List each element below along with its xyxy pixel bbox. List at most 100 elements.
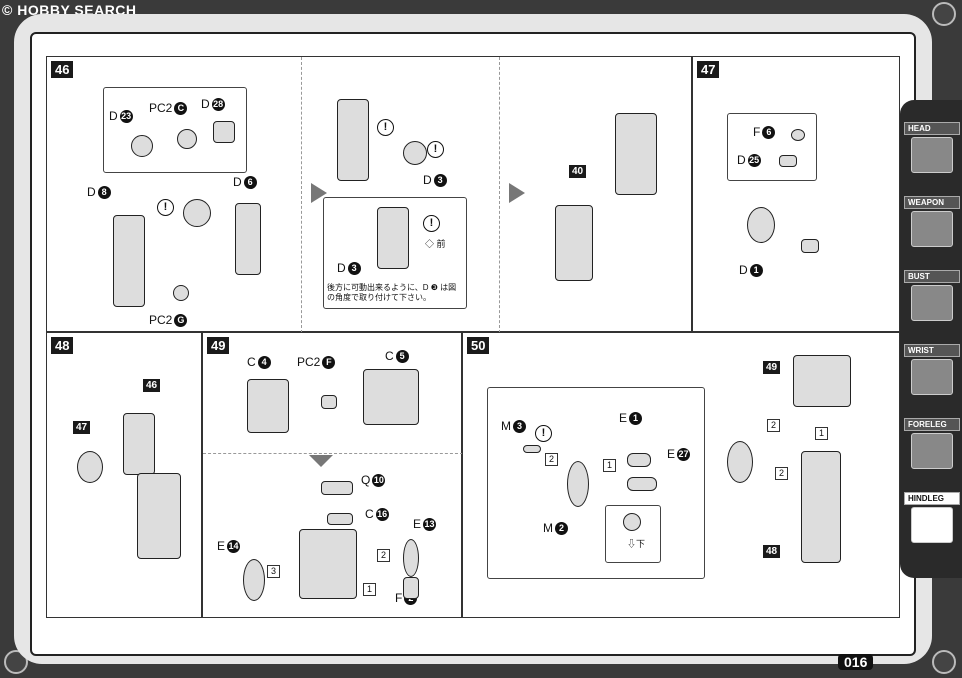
subassembly-box <box>727 113 817 181</box>
part-c16-drawing <box>327 513 353 525</box>
part-lower-drawing <box>555 205 593 281</box>
part-body-drawing <box>299 529 357 599</box>
hindleg-icon <box>911 507 953 543</box>
sequence-number: 2 <box>775 467 788 480</box>
sequence-number: 3 <box>267 565 280 578</box>
divider <box>301 57 303 333</box>
wrist-icon <box>911 359 953 395</box>
step-number: 46 <box>51 61 74 78</box>
arrow-right-icon <box>509 183 525 203</box>
step-number: 48 <box>51 337 74 354</box>
part-d6-drawing <box>235 203 261 275</box>
step-ref-48: 48 <box>763 545 781 558</box>
part-46-lower-drawing <box>137 473 181 559</box>
part-m3-drawing <box>523 445 541 453</box>
part-pc2g-drawing <box>173 285 189 301</box>
part-c4-drawing <box>247 379 289 433</box>
part-47-drawing <box>77 451 103 483</box>
sequence-number: 2 <box>767 419 780 432</box>
sequence-number: 2 <box>377 549 390 562</box>
bust-icon <box>911 285 953 321</box>
part-pc2f-drawing <box>321 395 337 409</box>
sidebar-item-weapon: WEAPON <box>904 196 960 249</box>
section-sidebar: HEAD WEAPON BUST WRIST FORELEG HINDLEG <box>900 100 962 578</box>
caution-icon: ! <box>427 141 444 158</box>
part-subassembly-drawing <box>183 199 211 227</box>
step-number: 47 <box>697 61 720 78</box>
part-e27-drawing <box>627 477 657 491</box>
part-e1-drawing <box>627 453 651 467</box>
step-ref-40: 40 <box>569 165 587 178</box>
subassembly-box <box>487 387 705 579</box>
corner-gear-icon <box>932 650 956 674</box>
caution-icon: ! <box>377 119 394 136</box>
part-c5-drawing <box>363 369 419 425</box>
part-detail-drawing <box>377 207 409 269</box>
part-pc2c-drawing <box>177 129 197 149</box>
sidebar-item-head: HEAD <box>904 122 960 175</box>
part-e14-drawing <box>243 559 265 601</box>
part-49-drawing <box>793 355 851 407</box>
arrow-down-icon <box>309 455 333 467</box>
step-ref-49: 49 <box>763 361 781 374</box>
sidebar-item-foreleg: FORELEG <box>904 418 960 471</box>
divider <box>203 453 463 454</box>
part-d23-drawing <box>131 135 153 157</box>
sidebar-item-hindleg: HINDLEG <box>904 492 960 545</box>
part-joint-drawing <box>801 239 819 253</box>
assembly-note: 後方に可動出来るように、D ❸ は図の角度で取り付けて下さい。 <box>327 283 457 302</box>
step-ref-46: 46 <box>143 379 161 392</box>
part-f6-drawing <box>791 129 805 141</box>
front-label: ◇ 前 <box>425 239 446 249</box>
part-d3-drawing <box>403 141 427 165</box>
down-label: ⇩下 <box>627 539 646 549</box>
sequence-number: 2 <box>545 453 558 466</box>
sidebar-item-wrist: WRIST <box>904 344 960 397</box>
step-ref-47: 47 <box>73 421 91 434</box>
part-upper-drawing <box>615 113 657 195</box>
corner-gear-icon <box>932 2 956 26</box>
page-number: 016 <box>838 654 874 670</box>
foreleg-icon <box>911 433 953 469</box>
weapon-icon <box>911 211 953 247</box>
step-number: 50 <box>467 337 490 354</box>
caution-icon: ! <box>535 425 552 442</box>
part-assembly-drawing <box>337 99 369 181</box>
part-m2-drawing <box>567 461 589 507</box>
sequence-number: 1 <box>603 459 616 472</box>
part-end-view-drawing <box>623 513 641 531</box>
part-joint-drawing <box>727 441 753 483</box>
part-d28-drawing <box>213 121 235 143</box>
caution-icon: ! <box>157 199 174 216</box>
step-number: 49 <box>207 337 230 354</box>
part-48-drawing <box>801 451 841 563</box>
sidebar-item-bust: BUST <box>904 270 960 323</box>
divider <box>499 57 501 333</box>
sequence-number: 1 <box>363 583 376 596</box>
part-46-upper-drawing <box>123 413 155 475</box>
